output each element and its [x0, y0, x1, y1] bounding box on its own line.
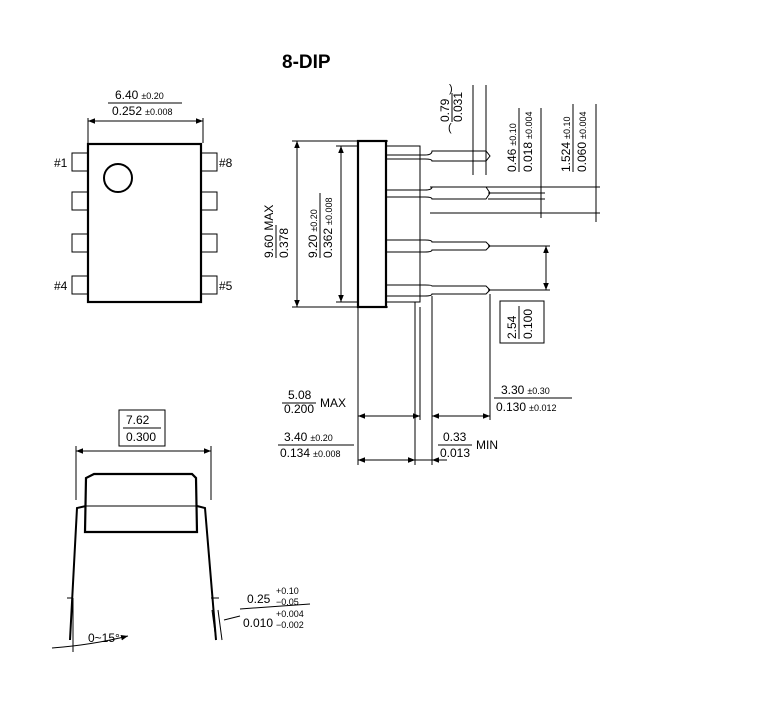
- shoulder-mm: 1.524±0.10: [559, 117, 573, 173]
- side-leads: [386, 150, 491, 307]
- package-body-side: [356, 139, 388, 309]
- len-max-mm: 9.60MAX: [262, 205, 276, 258]
- svg-text:): ): [449, 83, 453, 95]
- lead-mm: 3.30±0.30: [501, 383, 550, 397]
- side-view: 9.60MAX 0.378 9.20±0.20 0.362±0.008 0.79…: [262, 83, 600, 465]
- pin-gap-mm: 0.79: [438, 98, 452, 122]
- pin-7: [200, 191, 218, 211]
- pin-8: [200, 152, 218, 172]
- row-spacing-in: 0.300: [126, 430, 156, 444]
- lead-in: 0.130±0.012: [496, 400, 557, 414]
- pin-6: [200, 233, 218, 253]
- height-max-label: MAX: [320, 396, 346, 410]
- pin-8-label: #8: [219, 156, 233, 170]
- thickness-in-plus: +0.004: [276, 609, 304, 619]
- pin1-marker: [103, 163, 133, 193]
- row-spacing-mm: 7.62: [126, 413, 150, 427]
- thickness-mm-minus: −0.05: [276, 597, 299, 607]
- pitch-mm: 2.54: [505, 315, 519, 339]
- len-mm: 9.20±0.20: [306, 209, 320, 258]
- thickness-in: 0.010: [243, 616, 273, 630]
- pin-1-label: #1: [54, 156, 68, 170]
- end-view: 7.62 0.300 0~15° 0.25 +0.10 −0.05 0.010 …: [51, 409, 311, 652]
- pitch-in: 0.100: [521, 309, 535, 339]
- lead-frame-side: [385, 145, 421, 303]
- pin-1: [71, 152, 89, 172]
- pin-w-mm: 0.46±0.10: [505, 123, 519, 172]
- top-view: 6.40±0.20 0.252±0.008 #1 #8 #4 #5: [54, 88, 233, 304]
- standoff-in: 0.013: [440, 446, 470, 460]
- thickness-in-minus: −0.002: [276, 620, 304, 630]
- pin-4-label: #4: [54, 279, 68, 293]
- thickness-mm-plus: +0.10: [276, 586, 299, 596]
- standoff-mm: 0.33: [443, 430, 467, 444]
- lead-angle: 0~15°: [88, 631, 120, 645]
- pin-4: [71, 275, 89, 295]
- pitch-box: [499, 300, 545, 344]
- svg-text:(: (: [448, 122, 452, 134]
- body-in: 0.134±0.008: [280, 446, 341, 460]
- len-in: 0.362±0.008: [321, 198, 335, 259]
- package-body-top: [86, 142, 203, 304]
- pin-w-in: 0.018±0.004: [521, 112, 535, 173]
- pin-5: [200, 275, 218, 295]
- standoff-label: MIN: [476, 438, 498, 452]
- pin-5-label: #5: [219, 279, 233, 293]
- pin-3: [71, 233, 89, 253]
- row-spacing-box: [118, 409, 166, 447]
- pin-gap-in: 0.031: [451, 92, 465, 122]
- len-max-in: 0.378: [277, 228, 291, 258]
- thickness-mm: 0.25: [247, 592, 271, 606]
- drawing-title: 8-DIP: [282, 52, 331, 73]
- top-width-mm: 6.40±0.20: [115, 88, 164, 102]
- height-max-in: 0.200: [284, 402, 314, 416]
- top-width-in: 0.252±0.008: [112, 104, 173, 118]
- height-max-mm: 5.08: [288, 388, 312, 402]
- package-body-end: [83, 472, 199, 534]
- body-mm: 3.40±0.20: [284, 430, 333, 444]
- pin-2: [71, 191, 89, 211]
- shoulder-in: 0.060±0.004: [575, 112, 589, 173]
